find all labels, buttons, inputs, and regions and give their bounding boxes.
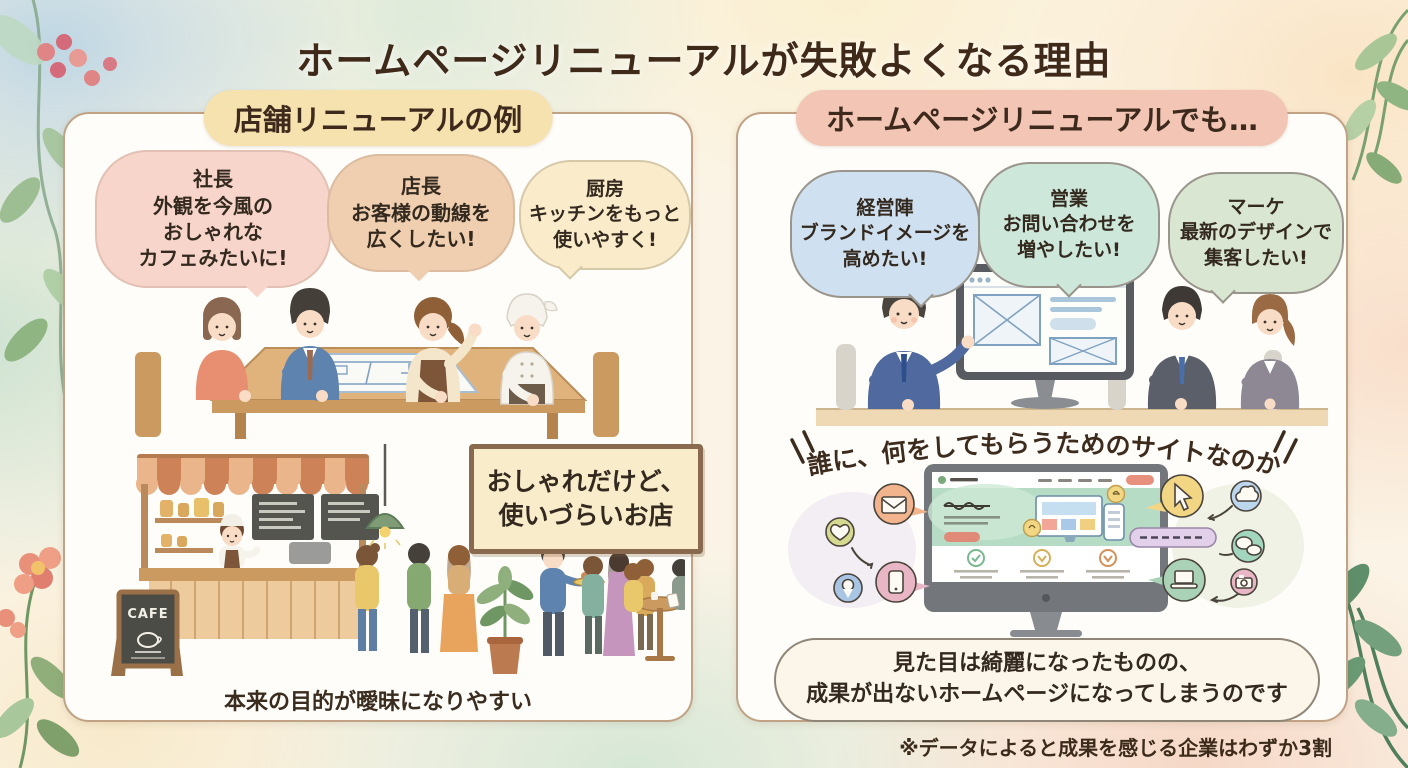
- barista: [219, 514, 261, 568]
- wireframe-monitor: [956, 264, 1134, 409]
- cafe-illustration: CAFE: [111, 444, 685, 676]
- decor-bottom-left-flowers: [0, 547, 80, 768]
- chair: [593, 352, 619, 437]
- cloud-icon: [1230, 480, 1262, 512]
- decor-top-left-flowers: [0, 0, 117, 420]
- speech-bubble-store-manager: 店長 お客様の動線を 広くしたい!: [327, 154, 515, 282]
- heart-icon: [825, 517, 855, 547]
- speech-bubble-president: 社長 外観を今風の おしゃれな カフェみたいに!: [95, 150, 331, 298]
- queue-customers: [355, 543, 478, 653]
- smartphone-icon: [875, 561, 930, 603]
- bubble-text: お問い合わせを 増やしたい!: [1002, 213, 1136, 261]
- speaker-label: 経営陣: [856, 197, 914, 220]
- person-president: [280, 288, 340, 402]
- conclusion-bubble: 見た目は綺麗になったものの、 成果が出ないホームページになってしまうのです: [774, 638, 1320, 722]
- speech-bubble-marketing: マーケ 最新のデザインで 集客したい!: [1168, 172, 1344, 304]
- flow-arrows: [851, 505, 1239, 603]
- speaker-label: 店長: [401, 174, 441, 199]
- bubble-text: 外観を今風の おしゃれな カフェみたいに!: [138, 193, 288, 271]
- emphasis-marks-right: [1273, 430, 1298, 464]
- speech-bubble-sales: 営業 お問い合わせを 増やしたい!: [978, 162, 1160, 298]
- hanging-sign: おしゃれだけど、 使いづらいお店: [469, 444, 703, 554]
- bubble-text: キッチンをもっと 使いやすく!: [528, 203, 681, 251]
- potted-plant: [476, 566, 534, 674]
- cta-pill: [1129, 527, 1217, 548]
- speech-bubble-kitchen: 厨房 キッチンをもっと 使いやすく!: [519, 160, 691, 280]
- person-chef: [500, 293, 558, 406]
- footnote: ※データによると成果を感じる企業はわずか3割: [899, 736, 1332, 760]
- chatting-group: [582, 535, 655, 656]
- menu-boards: [252, 494, 379, 540]
- person-listener-man: [1147, 286, 1217, 410]
- speaker-label: 営業: [1049, 188, 1088, 211]
- chat-icon: [1231, 529, 1265, 563]
- espresso-machine: [289, 542, 331, 564]
- decor-top-right-leaves: [1343, 8, 1408, 184]
- cafe-chalkboard: CAFE: [111, 589, 183, 676]
- flower: [14, 547, 61, 594]
- cursor-icon: [1146, 474, 1204, 518]
- page-title: ホームページリニューアルが失敗よくなる理由: [296, 39, 1112, 83]
- awning: [136, 454, 369, 495]
- berry-cluster: [37, 34, 117, 86]
- hanging-lamp: [365, 444, 405, 549]
- right-panel-header: ホームページリニューアルでも…: [795, 90, 1289, 146]
- shelf-jars: [155, 498, 233, 553]
- speaker-label: 社長: [193, 167, 233, 192]
- location-pin-icon: [833, 573, 863, 603]
- svg-text:CAFE: CAFE: [127, 607, 168, 622]
- floating-icons: [825, 474, 1265, 603]
- person-listener-woman: [1240, 294, 1300, 410]
- person-owner-woman: [195, 297, 251, 402]
- counter-front: [149, 581, 361, 639]
- meeting-illustration: [135, 288, 619, 439]
- speaker-label: 厨房: [585, 178, 624, 201]
- presentation-illustration: [816, 264, 1328, 426]
- cafe-table-pair: [624, 533, 685, 661]
- chair: [135, 352, 161, 437]
- mail-icon: [873, 483, 928, 525]
- left-panel-header: 店舗リニューアルの例: [203, 90, 553, 146]
- person-presenter: [867, 282, 975, 411]
- bubble-text: お客様の動線を 広くしたい!: [351, 200, 491, 252]
- emphasis-marks-left: [790, 430, 815, 464]
- left-caption: 本来の目的が曖昧になりやすい: [223, 690, 532, 715]
- left-panel: 店舗リニューアルの例 社長 外観を今風の おしゃれな カフェみたいに! 店長 お…: [63, 90, 703, 722]
- desktop-monitor: [924, 464, 1168, 637]
- website-monitor-illustration: [788, 464, 1304, 637]
- right-panel: ホームページリニューアルでも… 経営陣 ブランドイメージを 高めたい! 営業 お…: [736, 90, 1348, 722]
- feature-checks: [954, 549, 1130, 579]
- speaker-label: マーケ: [1227, 196, 1285, 219]
- speech-bubble-management: 経営陣 ブランドイメージを 高めたい!: [790, 170, 980, 308]
- bubble-text: 最新のデザインで 集客したい!: [1179, 221, 1332, 269]
- bubble-text: ブランドイメージを 高めたい!: [799, 222, 971, 270]
- camera-icon: [1230, 568, 1258, 596]
- person-store-manager: [405, 297, 482, 403]
- laptop-icon: [1148, 558, 1206, 602]
